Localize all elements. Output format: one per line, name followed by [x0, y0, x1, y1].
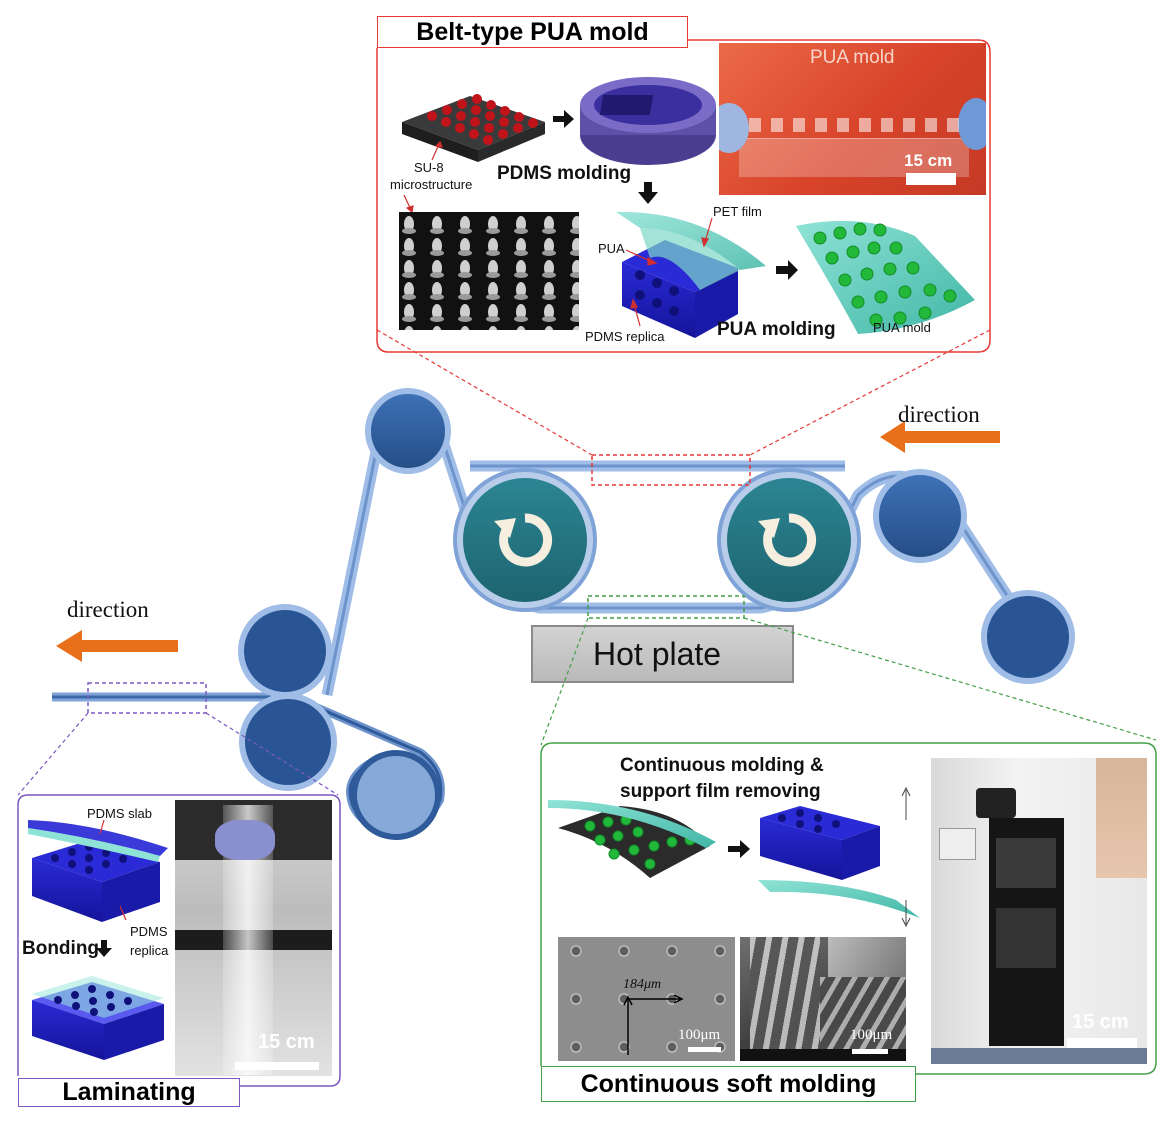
laminating-panel-frame — [17, 794, 341, 1087]
pua-mold-photo-scale: 15 cm — [904, 151, 953, 170]
laminating-panel-title: Laminating — [18, 1078, 240, 1107]
arrow-right-icon — [553, 110, 574, 128]
direction-arrow-left-section — [56, 630, 178, 662]
pointer-arrows — [403, 140, 713, 327]
sem-scale-1: 100μm — [678, 1027, 721, 1043]
pua-molding-schematic — [616, 211, 766, 338]
su8-master-schematic — [402, 94, 545, 162]
continuous-mold-photo — [931, 758, 1147, 1064]
replica-label: replica — [130, 943, 169, 958]
nip-roller-upper — [238, 604, 332, 698]
demolding-schematic — [548, 786, 920, 928]
arrow-down-icon — [96, 940, 112, 957]
sem-top-view — [558, 937, 735, 1061]
direction-arrow-right-section — [880, 421, 1000, 453]
sem-top-view-image — [558, 937, 735, 1061]
rotate-icon — [758, 513, 817, 567]
arrow-right-icon — [776, 260, 798, 280]
pua-mold-schematic — [796, 220, 975, 334]
su8-label-2: microstructure — [390, 177, 473, 192]
pdms-replica-label: PDMS replica — [585, 329, 665, 344]
laminating-photo — [175, 800, 332, 1076]
pua-mold-photo-label: PUA mold — [810, 47, 895, 68]
idler-roller-far-right — [981, 590, 1075, 684]
soft-molding-caption-2: support film removing — [620, 781, 821, 802]
continuous-mold-photo-scale: 15 cm — [1072, 1011, 1129, 1033]
belt-panel-frame — [376, 39, 991, 353]
pua-mold-label: PUA mold — [873, 320, 931, 335]
bonding-schematic — [28, 819, 168, 1060]
sem-pitch-label: 184μm — [623, 977, 662, 992]
su8-label: SU-8 — [414, 160, 444, 175]
pua-mold-photo — [719, 43, 986, 195]
arrow-down-icon — [638, 182, 658, 204]
sem-tilted-view — [740, 937, 906, 1061]
soft-molding-caption-1: Continuous molding & — [620, 755, 824, 776]
su8-microstructure-sem — [399, 212, 579, 330]
direction-label-right: direction — [898, 402, 980, 427]
direction-label-left: direction — [67, 597, 149, 622]
rollers — [238, 388, 1075, 840]
arrow-right-icon — [728, 840, 750, 858]
pdms-dish-schematic — [580, 77, 716, 165]
idler-roller-top-left — [365, 388, 451, 474]
pdms-label: PDMS — [130, 924, 168, 939]
laminating-photo-scale: 15 cm — [258, 1031, 315, 1053]
pua-label: PUA — [598, 241, 625, 256]
pdms-slab-label: PDMS slab — [87, 806, 153, 821]
idler-roller-top-right — [873, 469, 967, 563]
rotate-icon — [494, 513, 553, 567]
bonding-label: Bonding — [22, 938, 100, 959]
nip-roller-lower — [239, 693, 337, 791]
hot-plate-label: Hot plate — [593, 636, 722, 672]
sem-scale-2: 100μm — [850, 1027, 893, 1043]
pua-molding-label: PUA molding — [717, 319, 836, 340]
supply-roll — [351, 750, 441, 840]
hot-plate — [531, 625, 794, 683]
pet-film-label: PET film — [713, 204, 762, 219]
belt-panel-title: Belt-type PUA mold — [377, 16, 688, 48]
drive-roller-left — [463, 478, 587, 602]
soft-molding-panel-title: Continuous soft molding — [541, 1066, 916, 1102]
pdms-molding-label: PDMS molding — [497, 163, 632, 184]
soft-molding-panel-frame — [540, 742, 1157, 1075]
drive-roller-right — [727, 478, 851, 602]
